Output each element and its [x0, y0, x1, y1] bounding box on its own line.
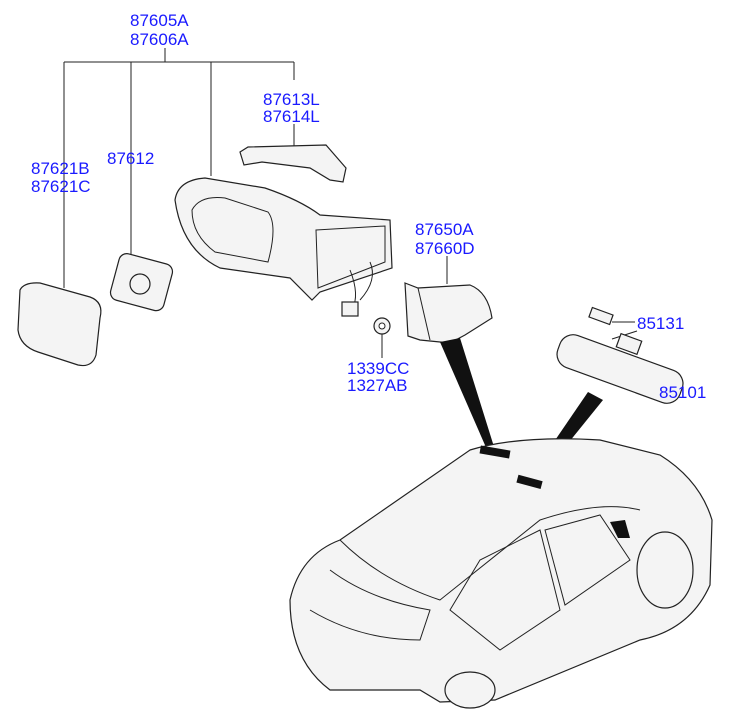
label-87614L: 87614L: [263, 107, 320, 126]
pointer-mirror-cap: [440, 338, 495, 452]
nut-part: [373, 317, 391, 335]
car-illustration: [289, 438, 713, 709]
label-87613L: 87613L: [263, 90, 320, 109]
inside-mirror-part: [556, 306, 684, 404]
label-87605A: 87605A: [130, 11, 189, 30]
label-1327AB: 1327AB: [347, 376, 408, 395]
label-87612: 87612: [107, 149, 154, 168]
label-85131: 85131: [637, 314, 684, 333]
label-87650A: 87650A: [415, 220, 474, 239]
label-87621B: 87621B: [31, 159, 90, 178]
mirror-glass-part: [17, 282, 102, 367]
label-85101: 85101: [659, 383, 706, 402]
label-87660D: 87660D: [415, 239, 475, 258]
mirror-housing-part: [174, 177, 393, 301]
actuator-part: [109, 253, 174, 312]
label-1339CC: 1339CC: [347, 359, 409, 378]
label-87606A: 87606A: [130, 30, 189, 49]
cover-lamp-part: [239, 144, 347, 183]
label-87621C: 87621C: [31, 177, 91, 196]
mirror-cap-part: [404, 282, 493, 344]
